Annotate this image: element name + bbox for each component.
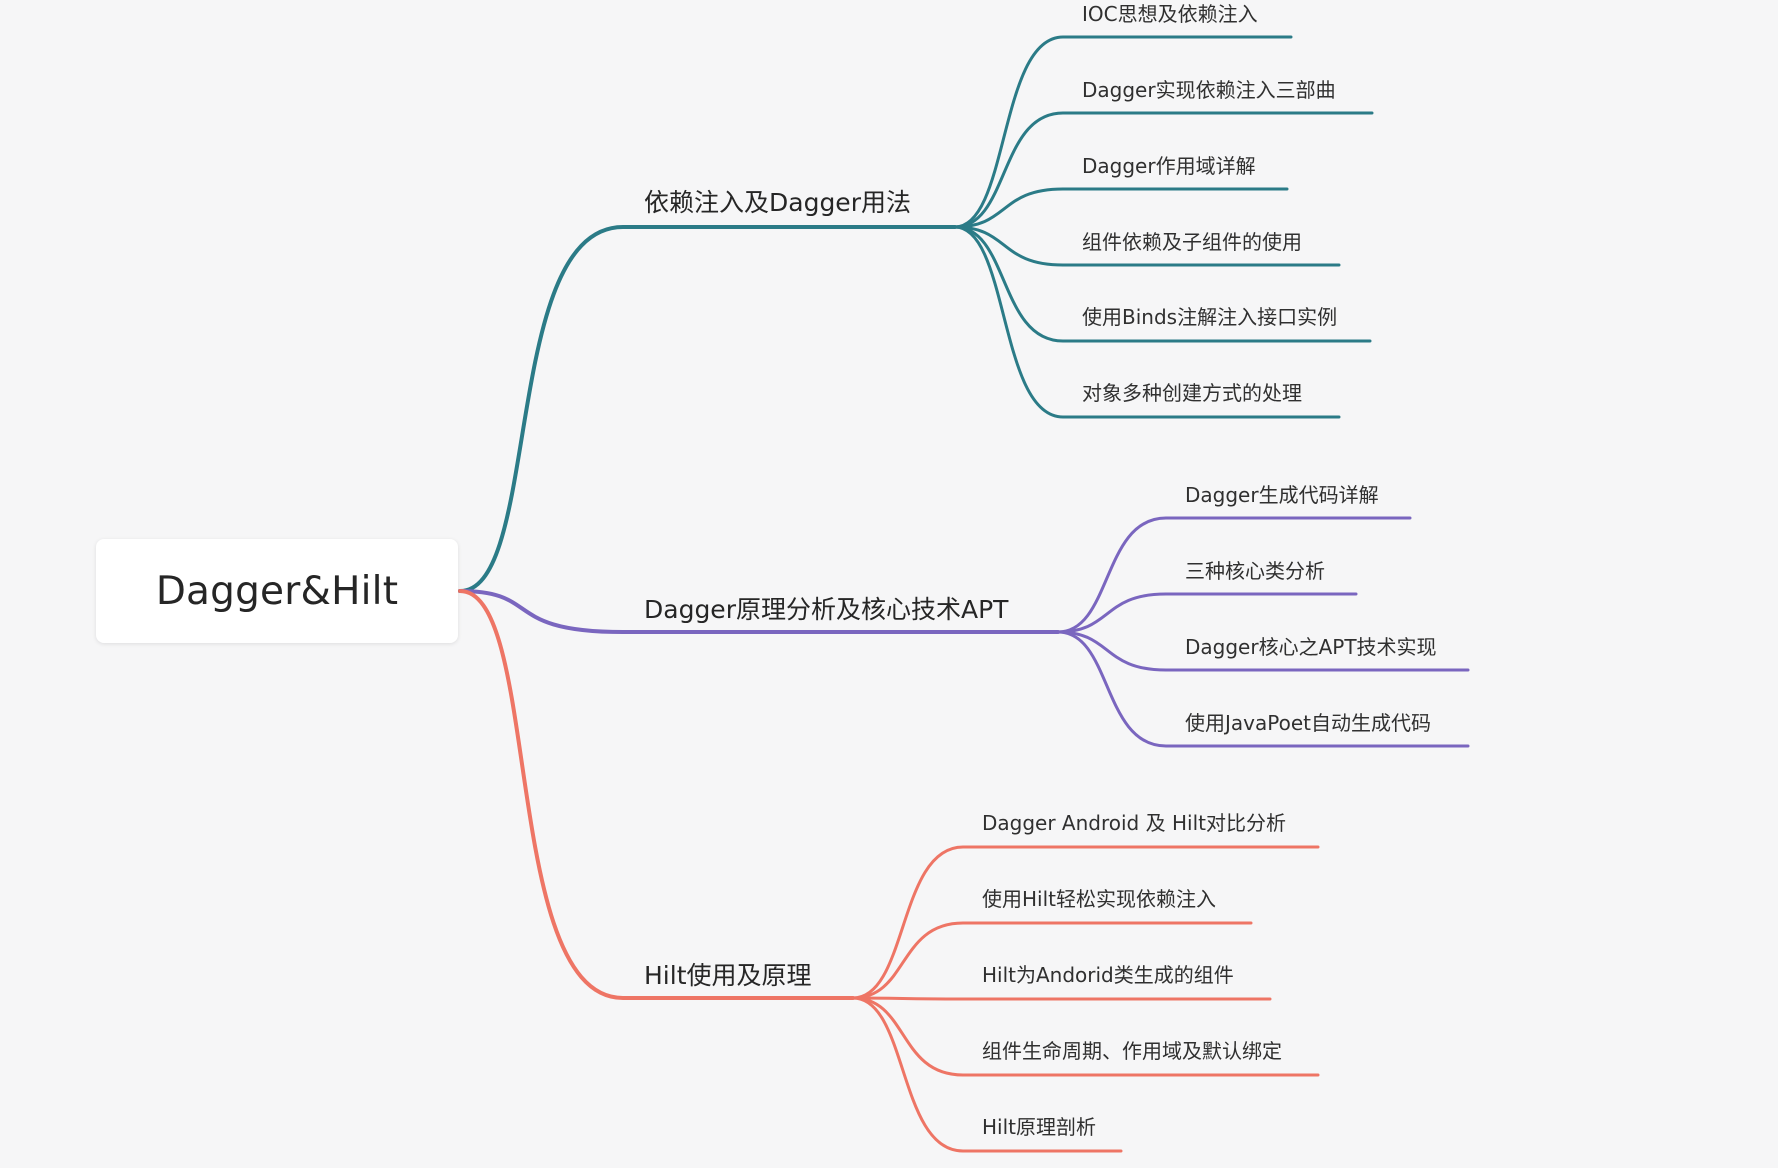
leaf-connector-1-1 (953, 35, 1293, 229)
leaf-connector-1-5 (953, 225, 1372, 343)
branch-topic-dagger-principle[interactable]: Dagger原理分析及核心技术APT (644, 595, 1009, 624)
leaf-connector-3-1 (851, 845, 1320, 1000)
subtopic-apt-implementation[interactable]: Dagger核心之APT技术实现 (1185, 635, 1437, 659)
branch-connector-2 (458, 589, 1060, 634)
subtopic-core-classes[interactable]: 三种核心类分析 (1185, 559, 1325, 583)
leaf-connector-1-2 (953, 111, 1374, 229)
subtopic-dagger-android-vs-hilt[interactable]: Dagger Android 及 Hilt对比分析 (982, 811, 1286, 835)
leaf-connector-1-6 (953, 225, 1341, 419)
leaf-connector-3-5 (851, 996, 1123, 1153)
branch-topic-di-usage[interactable]: 依赖注入及Dagger用法 (644, 188, 911, 217)
subtopic-hilt-injection[interactable]: 使用Hilt轻松实现依赖注入 (982, 887, 1216, 911)
subtopic-component-lifecycle[interactable]: 组件生命周期、作用域及默认绑定 (982, 1039, 1282, 1063)
leaf-connector-2-1 (1056, 516, 1412, 634)
leaf-connector-3-3 (851, 996, 1272, 1001)
subtopic-component-dependency[interactable]: 组件依赖及子组件的使用 (1082, 230, 1302, 254)
leaf-connector-2-4 (1056, 630, 1470, 748)
subtopic-ioc[interactable]: IOC思想及依赖注入 (1082, 2, 1258, 26)
leaf-connector-2-3 (1056, 630, 1470, 672)
subtopic-hilt-principle[interactable]: Hilt原理剖析 (982, 1115, 1096, 1139)
subtopic-dagger-scope[interactable]: Dagger作用域详解 (1082, 154, 1256, 178)
subtopic-generated-code[interactable]: Dagger生成代码详解 (1185, 483, 1379, 507)
leaf-connector-3-4 (851, 996, 1320, 1077)
subtopic-binds-annotation[interactable]: 使用Binds注解注入接口实例 (1082, 305, 1338, 329)
subtopic-hilt-components[interactable]: Hilt为Andorid类生成的组件 (982, 963, 1234, 987)
subtopic-javapoet[interactable]: 使用JavaPoet自动生成代码 (1185, 711, 1431, 735)
subtopic-dagger-three-steps[interactable]: Dagger实现依赖注入三部曲 (1082, 78, 1336, 102)
branch-topic-hilt[interactable]: Hilt使用及原理 (644, 961, 812, 990)
root-topic-label: Dagger&Hilt (155, 568, 399, 614)
subtopic-object-creation[interactable]: 对象多种创建方式的处理 (1082, 381, 1302, 405)
leaf-connector-3-2 (851, 921, 1253, 1000)
leaf-connector-1-3 (953, 187, 1289, 229)
leaf-connector-2-2 (1056, 592, 1358, 634)
branch-connector-3 (458, 589, 855, 1000)
branch-connector-1 (458, 225, 957, 593)
leaf-connector-1-4 (953, 225, 1341, 267)
root-topic[interactable]: Dagger&Hilt (96, 539, 458, 643)
